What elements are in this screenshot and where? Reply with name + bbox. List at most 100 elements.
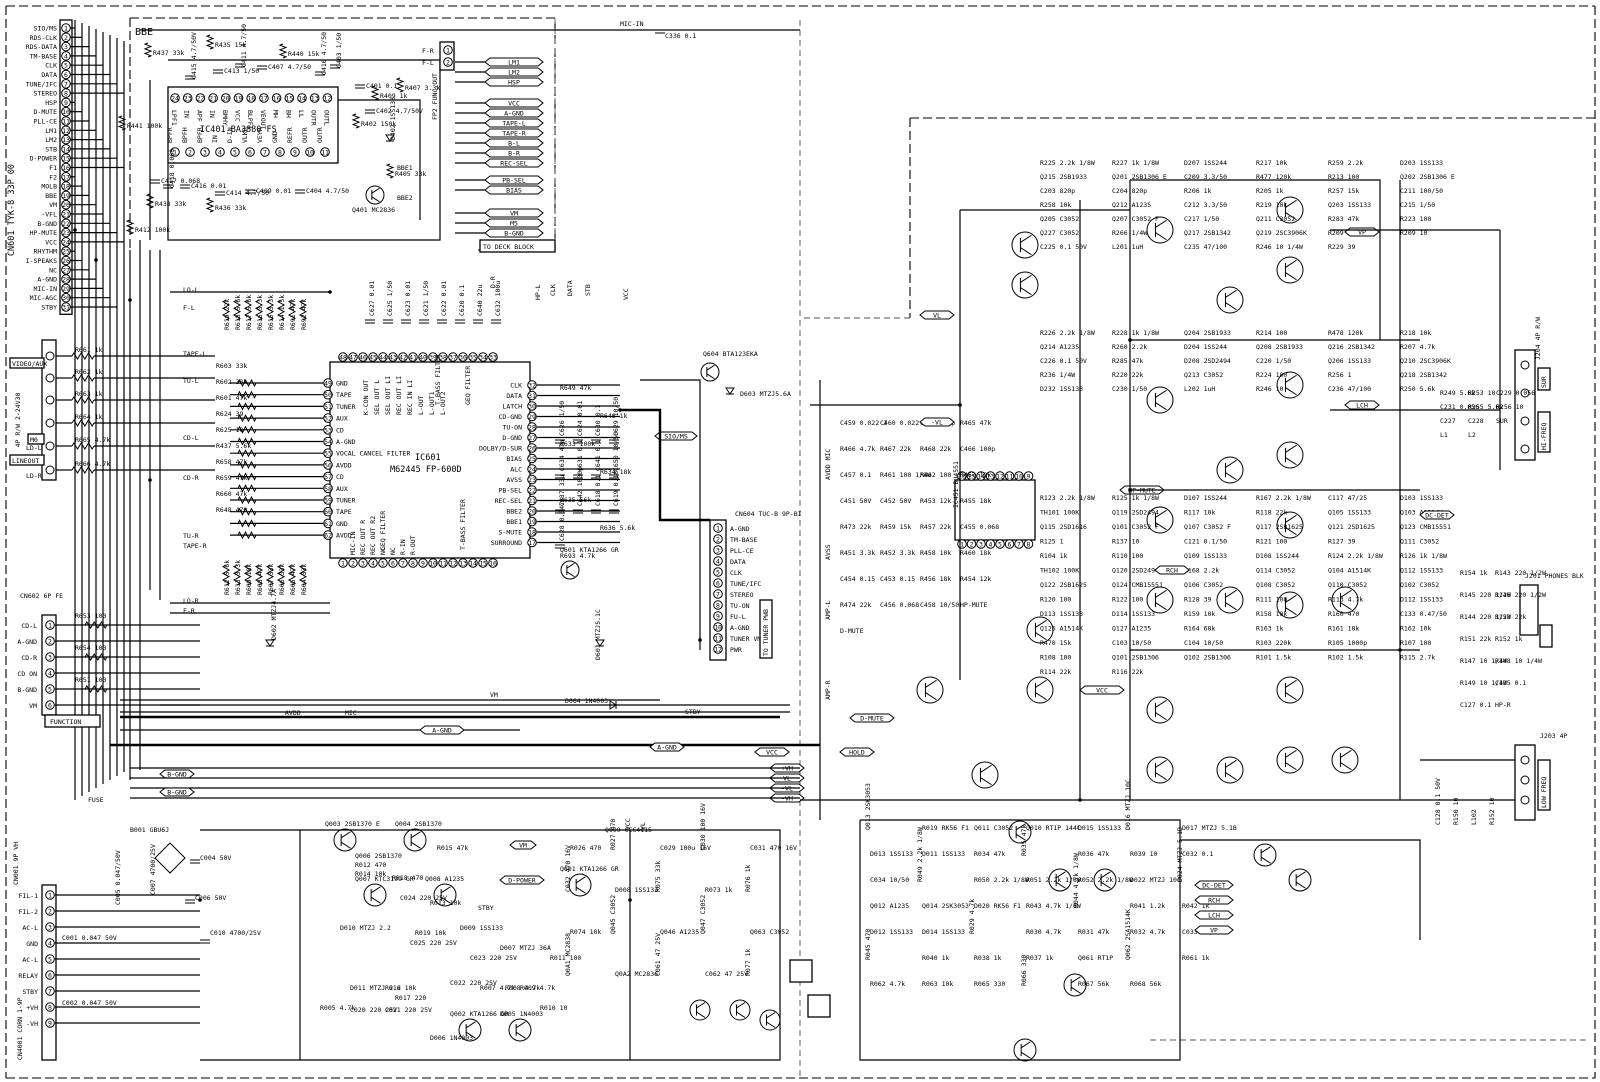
ic401-label: IC401 BA3880 FS — [200, 125, 277, 135]
power-transistor — [363, 883, 387, 907]
ic601-resistor-label: R601 47k — [216, 394, 247, 402]
ic601-resistor-bottom — [221, 564, 231, 586]
pin-number: 3 — [716, 547, 720, 555]
pin-number-circle — [368, 352, 378, 362]
bus-label: MIC — [345, 709, 357, 717]
amp-net-label: AVDD MIC — [824, 449, 832, 480]
q045-transistor — [689, 999, 711, 1021]
pin-number-circle — [338, 558, 348, 568]
cn604-pin-label: TM-BASE — [730, 536, 757, 544]
ic601-cap-label: C624 0.01 — [576, 401, 584, 436]
cn604-pin-label: CLK — [730, 569, 742, 577]
ic601-right-pin: DATA — [506, 392, 522, 400]
pin-number: 28 — [62, 276, 70, 284]
power-outline — [200, 829, 781, 1061]
pin-number: 7 — [1017, 541, 1021, 549]
pin-number: 1 — [48, 892, 52, 900]
net-tag-label: VM — [519, 842, 527, 850]
mic-in-cap-label: C336 0.1 — [665, 32, 696, 40]
ic601-resistor-label: R603 33k — [216, 362, 247, 370]
transistor-collector — [1285, 444, 1297, 453]
mic-in-label: MIC-IN — [620, 20, 644, 28]
ic601-resistor-label: R605 47k — [289, 564, 297, 595]
fp2-pin-label: F-L — [422, 59, 434, 67]
ic601-resistor — [237, 402, 257, 411]
net-tag-label: LM2 — [508, 69, 520, 77]
q604-label: Q604 BTA123EKA — [703, 350, 758, 358]
amp-part-label: R213 100 — [1328, 173, 1359, 181]
power-part-label: R014 10k — [355, 870, 386, 878]
pin-number: 9 — [293, 149, 297, 157]
net-tag-label: TAPE-L — [502, 120, 526, 128]
protect-part-label: R036 47k — [1078, 850, 1109, 858]
d064-diode — [609, 700, 617, 710]
transistor-emitter — [1225, 472, 1237, 481]
ic451-part-label: C460 0.022 J — [880, 419, 927, 427]
ic601-cap-label: C631 0.1 — [576, 440, 584, 471]
net-tag-label: PB-SEL — [502, 177, 526, 185]
pin-number: 22 — [196, 95, 204, 103]
ic451-part-label: R468 22k — [920, 445, 951, 453]
cn601-pin-label: B-GND — [37, 220, 57, 228]
amp-part-label: Q107 C3052 F — [1184, 523, 1231, 531]
power-part-label: C021 220 25V — [385, 1006, 432, 1014]
ic601-resistor-label: R635 56k — [560, 496, 591, 504]
pin-number: 21 — [209, 95, 217, 103]
ic601-resistor — [237, 413, 257, 423]
cn4-resistor-label: R665 4.7k — [75, 436, 110, 444]
pin-number: 15 — [62, 155, 70, 163]
amp-transistor — [1276, 591, 1304, 619]
pin-number-circle — [170, 147, 180, 157]
ic401-pin-bottom: OUTR — [301, 127, 309, 143]
ic601-resistor-label: R609 18k — [245, 564, 253, 595]
ic601-resistor-label: R612 5.6k — [223, 560, 231, 595]
cn602-pin-label: B-GND — [17, 686, 37, 694]
pin-number: 45 — [369, 354, 377, 362]
ic601-cap-label: C626 1/50 — [558, 401, 566, 436]
amp-transistor — [1011, 271, 1039, 299]
j201-part-label: R146 220 1/2W — [1495, 591, 1546, 599]
junction-dot — [958, 403, 962, 407]
net-tag-label: RCH — [1208, 897, 1220, 905]
amp-part-label: R217 10k — [1256, 159, 1287, 167]
ic601-line-label: D-R — [489, 276, 497, 288]
d-mute-tag — [849, 713, 895, 723]
cn602-pin-label: CD ON — [17, 670, 37, 678]
transistor-emitter — [1285, 527, 1297, 536]
pin-number: 34 — [479, 354, 487, 362]
pin-number: 9 — [64, 99, 68, 107]
transistor-collector — [1155, 759, 1167, 768]
ic451-part-label: R456 18k — [920, 575, 951, 583]
regulator-part-label: C031 470 16V — [750, 844, 797, 852]
power-line-label: VCC — [624, 818, 632, 830]
cn001-pin-label: FIL-1 — [18, 892, 38, 900]
j204-part-label: SUR — [1496, 417, 1508, 425]
pin-number-circle — [323, 506, 333, 517]
amp-part-label: Q120 2SD2494 — [1112, 567, 1159, 575]
power-transistor-label: D005 1N4003 — [500, 1010, 543, 1018]
amp-part-label: R226 2.2k 1/8W — [1040, 329, 1095, 337]
amp-transistor — [1026, 676, 1054, 704]
cn601-pin-label: SIO/MS — [34, 25, 58, 33]
pin-number-circle — [323, 460, 333, 470]
transistor-emitter — [1015, 833, 1026, 841]
amp-transistor — [1146, 216, 1174, 244]
ic601-line-label: VCC — [622, 288, 630, 300]
amp-part-label: R115 2.7k — [1400, 654, 1435, 662]
power-part-label: D010 MTZJ 2.2 — [340, 924, 391, 932]
amp-transistor — [1146, 756, 1174, 784]
net-tag-label: DC-DET — [1202, 882, 1226, 890]
pin-number: 20 — [222, 95, 230, 103]
bbe-capacitor-label: C403 1/50 — [335, 33, 343, 68]
ic451-part-label: C458 10/50 — [920, 601, 959, 609]
pin-number: 10 — [1015, 473, 1023, 481]
transistor-emitter — [1285, 607, 1297, 616]
protect-part-label: Q011 C3052 — [974, 824, 1013, 832]
pin-number-circle — [527, 474, 537, 485]
pin-number-circle — [290, 147, 300, 157]
ic601-cap-label: C628 0.047 — [558, 502, 566, 541]
amp-part-label: Q103 A1514K — [1400, 509, 1443, 517]
power-part-label: R007 4.7k — [480, 984, 515, 992]
transistor-collector — [706, 364, 715, 371]
